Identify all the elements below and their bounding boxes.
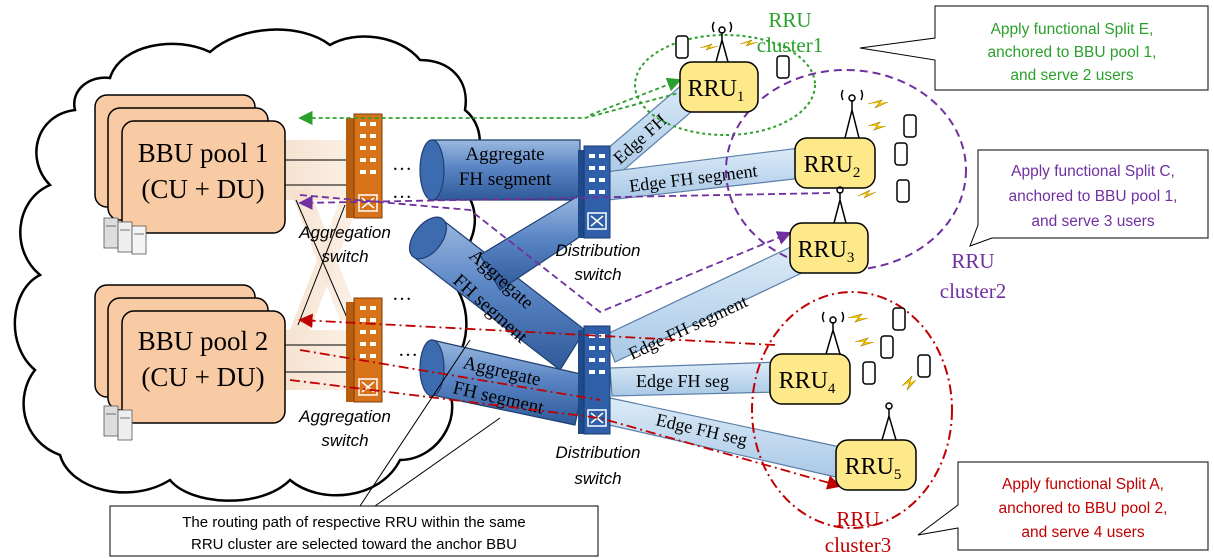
antenna-tower-icon bbox=[821, 311, 845, 355]
callout-cluster-3: Apply functional Split A, anchored to BB… bbox=[917, 461, 1209, 551]
svg-text:RRU1: RRU1 bbox=[688, 76, 745, 105]
distribution-switch-2-label-2: switch bbox=[574, 469, 621, 488]
route-arrow-cluster2-b bbox=[299, 194, 792, 314]
bbu-pool-1-title: BBU pool 1 bbox=[138, 138, 269, 168]
wireless-signal-icon bbox=[699, 39, 917, 391]
svg-text:and serve 2 users: and serve 2 users bbox=[1010, 67, 1133, 84]
svg-text:RRU5: RRU5 bbox=[845, 454, 902, 483]
ellipsis-dots: … bbox=[392, 283, 412, 305]
ellipsis-dots: … bbox=[398, 339, 418, 361]
cluster-2-label-2: cluster2 bbox=[940, 279, 1006, 303]
cluster-1-boundary bbox=[634, 34, 816, 136]
rru-5: RRU5 bbox=[835, 439, 917, 491]
rru-4: RRU4 bbox=[769, 353, 851, 405]
bbu-pool-2-subtitle: (CU + DU) bbox=[141, 362, 264, 392]
rru-3: RRU3 bbox=[789, 222, 869, 274]
bbu-cross-beam bbox=[290, 200, 360, 330]
svg-text:RRU4: RRU4 bbox=[779, 368, 836, 397]
callout-cluster-2: Apply functional Split C, anchored to BB… bbox=[969, 149, 1209, 247]
cluster-1-label-2: cluster1 bbox=[757, 33, 823, 57]
svg-text:anchored to BBU pool 1,: anchored to BBU pool 1, bbox=[1009, 188, 1178, 205]
svg-text:and serve 3 users: and serve 3 users bbox=[1031, 213, 1154, 230]
bbu-pool-1-subtitle: (CU + DU) bbox=[141, 174, 264, 204]
routing-note: The routing path of respective RRU withi… bbox=[109, 339, 599, 557]
edge-segment-label-4: Edge FH seg bbox=[636, 371, 729, 391]
aggregation-switch-1-label: Aggregation bbox=[298, 223, 391, 242]
cluster-2-label: RRU bbox=[951, 249, 994, 273]
antenna-tower-icon bbox=[711, 21, 733, 63]
ellipsis-dots: … bbox=[392, 181, 412, 203]
bbu-pool-2-title: BBU pool 2 bbox=[138, 326, 269, 356]
cluster-3-label: RRU bbox=[836, 507, 879, 531]
route-arrow-cluster1-out bbox=[589, 77, 682, 116]
route-arrow-cluster3-b bbox=[289, 379, 842, 490]
cluster-3-label-2: cluster3 bbox=[825, 533, 891, 557]
antenna-tower-icon bbox=[840, 89, 864, 139]
callout-cluster-1: Apply functional Split E, anchored to BB… bbox=[859, 5, 1209, 91]
svg-text:and serve 4 users: and serve 4 users bbox=[1021, 524, 1144, 541]
svg-text:RRU cluster are selected towar: RRU cluster are selected toward the anch… bbox=[191, 536, 517, 553]
ellipsis-dots: … bbox=[392, 153, 412, 175]
aggregate-segment-label-1: Aggregate bbox=[465, 144, 544, 165]
svg-text:RRU2: RRU2 bbox=[804, 152, 861, 181]
mobile-phone-icon bbox=[675, 35, 931, 385]
cluster-1-label: RRU bbox=[768, 8, 811, 32]
edge-fh-pipes bbox=[599, 77, 846, 479]
rru-2: RRU2 bbox=[794, 137, 876, 189]
antenna-tower-icon bbox=[833, 186, 847, 224]
aggregation-switch-2 bbox=[346, 297, 383, 403]
bbu-pool-1: BBU pool 1 (CU + DU) bbox=[94, 94, 286, 234]
svg-text:Apply functional Split E,: Apply functional Split E, bbox=[991, 21, 1154, 38]
server-rack-icon bbox=[103, 405, 133, 441]
svg-text:Apply functional Split C,: Apply functional Split C, bbox=[1011, 163, 1175, 180]
aggregation-switch-2-label: Aggregation bbox=[298, 407, 391, 426]
svg-text:RRU3: RRU3 bbox=[798, 237, 855, 266]
cluster-3-boundary bbox=[751, 291, 953, 529]
rru-1: RRU1 bbox=[679, 61, 759, 113]
aggregation-switch-1-label-2: switch bbox=[321, 247, 368, 266]
svg-text:The routing path of respective: The routing path of respective RRU withi… bbox=[182, 514, 526, 531]
distribution-switch-1 bbox=[578, 145, 611, 239]
aggregation-switch-2-label-2: switch bbox=[321, 431, 368, 450]
route-arrow-cluster1 bbox=[298, 89, 691, 126]
bbu-pool-2: BBU pool 2 (CU + DU) bbox=[94, 284, 286, 424]
svg-text:Apply functional Split A,: Apply functional Split A, bbox=[1002, 476, 1164, 493]
distribution-switch-2-label: Distribution bbox=[555, 443, 640, 462]
aggregate-fh-pipes bbox=[408, 139, 591, 426]
svg-text:anchored to BBU pool 2,: anchored to BBU pool 2, bbox=[999, 500, 1168, 517]
svg-text:anchored to BBU pool 1,: anchored to BBU pool 1, bbox=[988, 44, 1157, 61]
distribution-switch-1-label-2: switch bbox=[574, 265, 621, 284]
antenna-tower-icon bbox=[881, 402, 897, 441]
server-rack-icon bbox=[103, 217, 147, 255]
aggregate-segment-label-1b: FH segment bbox=[459, 169, 552, 190]
distribution-switch-1-label: Distribution bbox=[555, 241, 640, 260]
route-arrow-cluster2-a bbox=[298, 192, 831, 210]
bbu-link-lines bbox=[285, 159, 352, 373]
